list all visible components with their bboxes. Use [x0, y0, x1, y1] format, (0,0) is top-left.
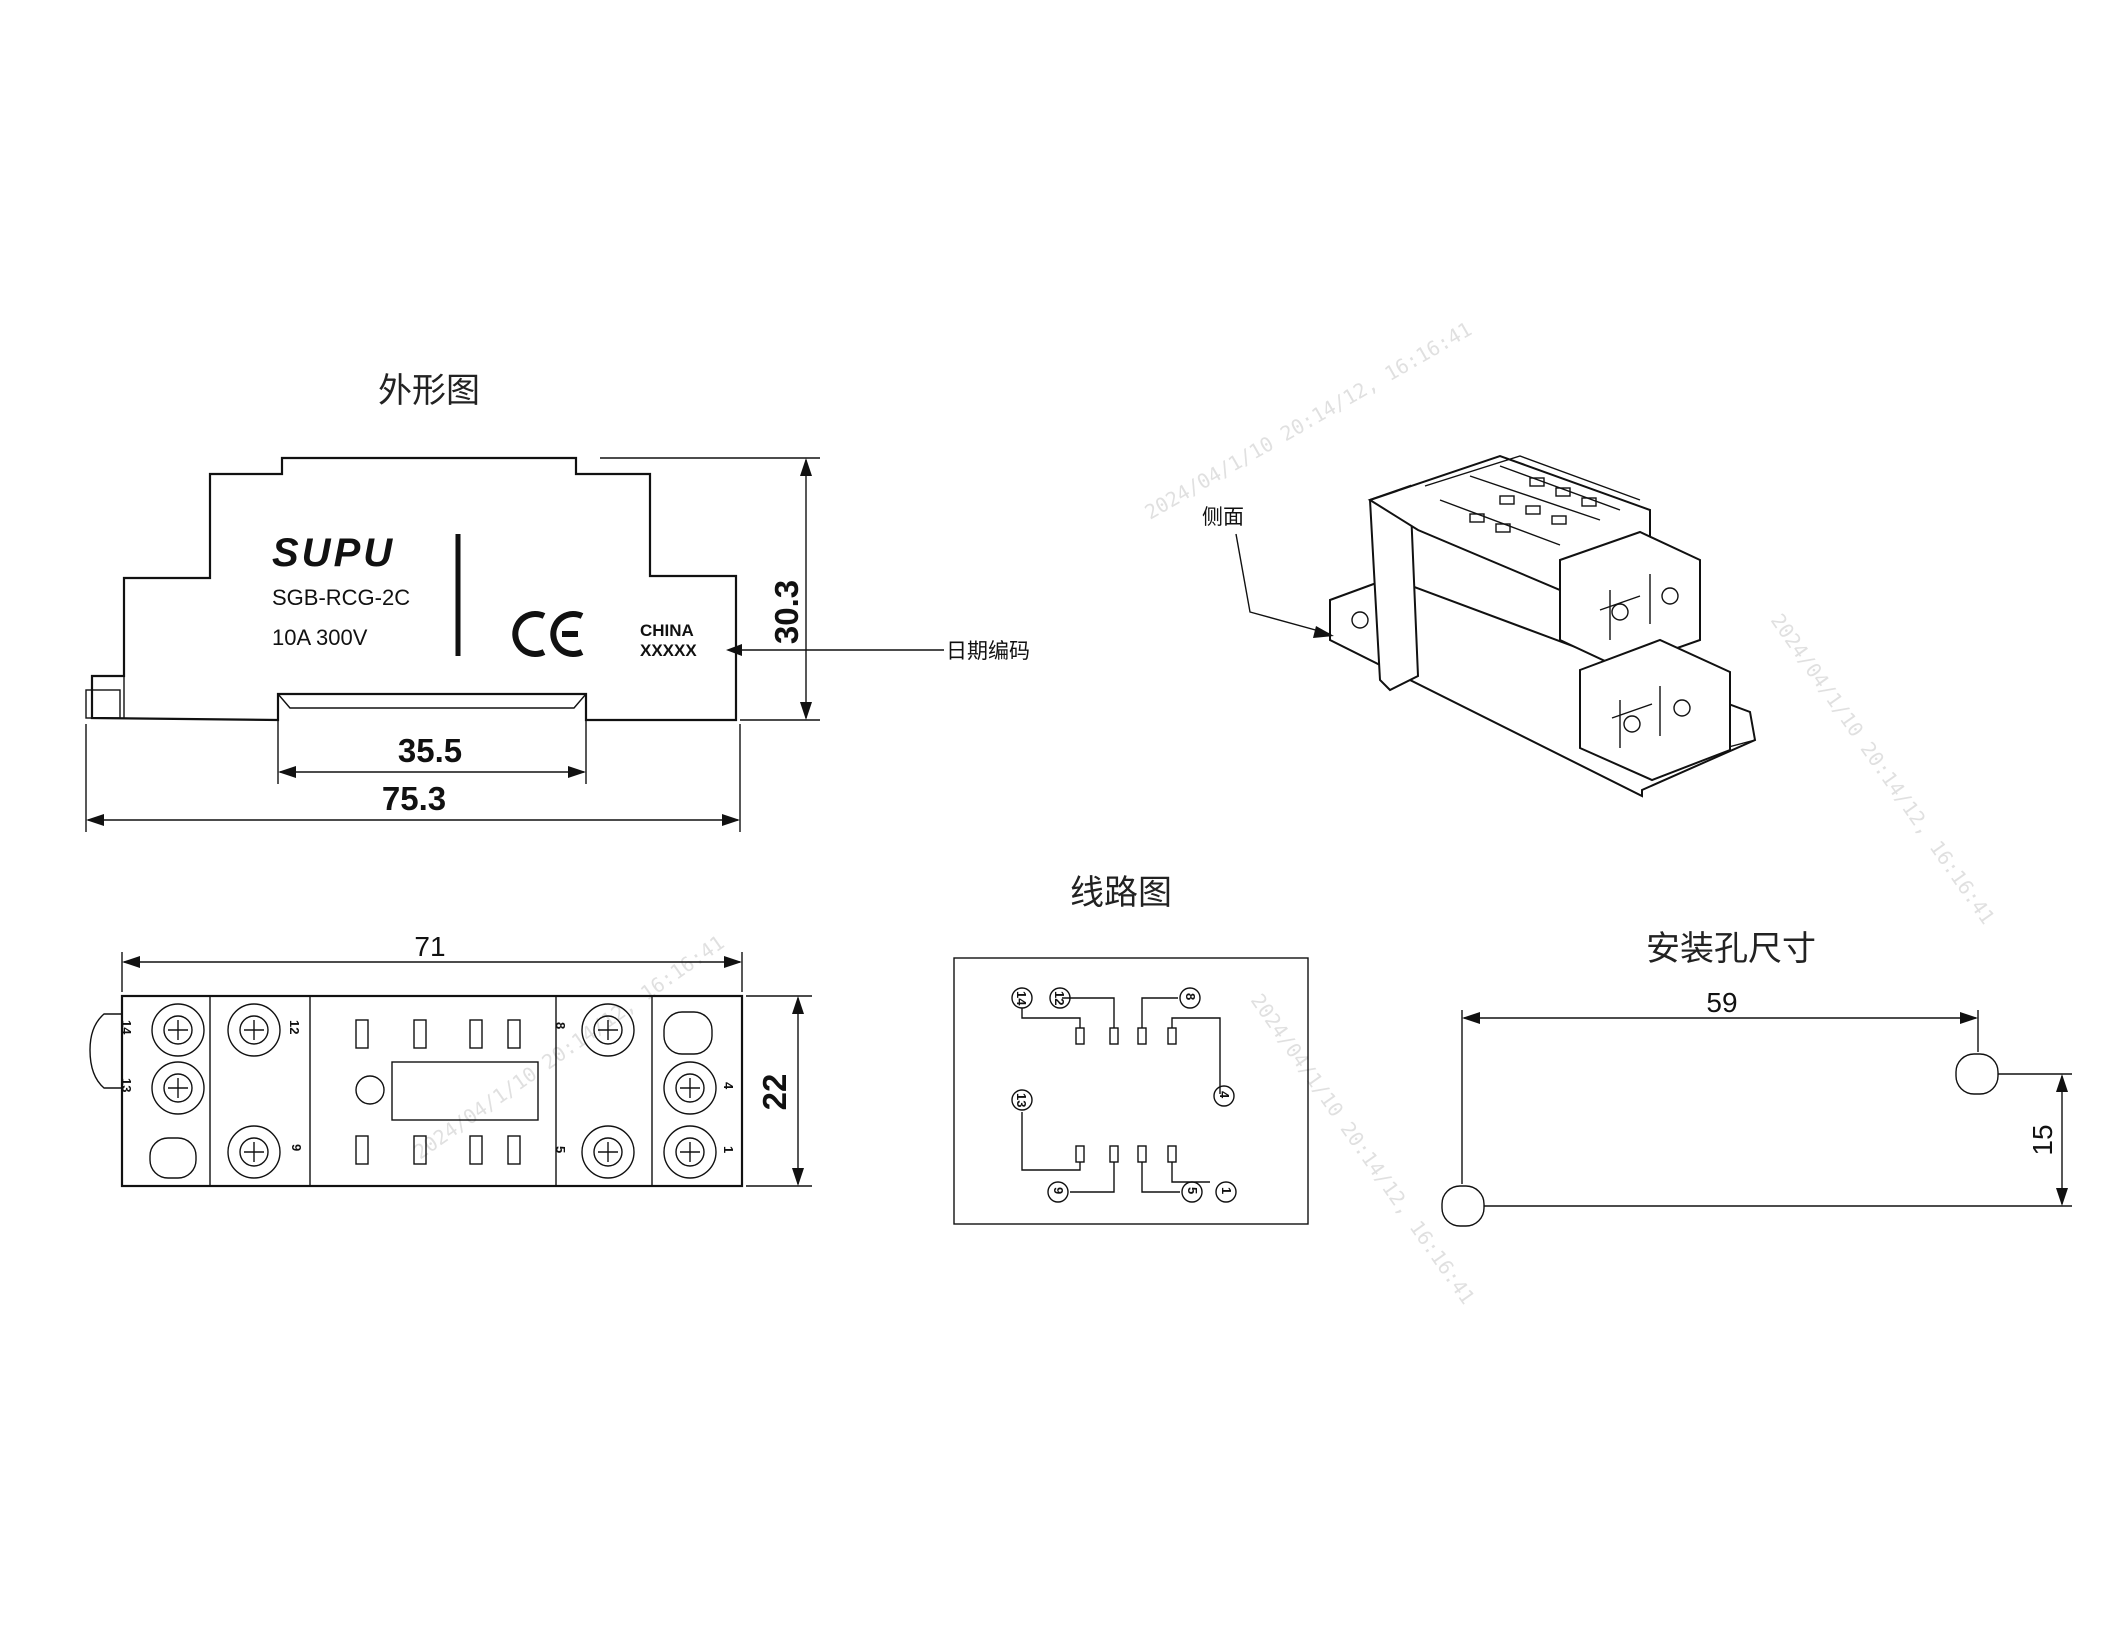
- mounting-hole-icon: [1441, 1185, 1485, 1227]
- outline-caption: 外形图: [378, 371, 480, 411]
- terminal-number: 1: [721, 1146, 736, 1153]
- wire-traces: [1021, 997, 1221, 1193]
- top-view: 14 12 13 9 8 4 5 1 71 22: [89, 931, 812, 1188]
- height-dimension: 30.3: [768, 580, 805, 644]
- iso-socket-slots: [1469, 477, 1597, 533]
- pin-markers: [1011, 987, 1237, 1203]
- leader-arrowhead: [1313, 626, 1334, 638]
- mounting-hole-icon: [1955, 1053, 1999, 1095]
- iso-terminal-detail: [1599, 574, 1661, 748]
- iso-terminal-block-front: [1579, 638, 1731, 782]
- date-code-mark: XXXXX: [640, 641, 697, 660]
- hole-y-dimension: 15: [2027, 1124, 2058, 1155]
- wiring-pin-label: 13: [1014, 1093, 1029, 1107]
- terminal-number: 8: [553, 1022, 568, 1029]
- brand-logo: SUPU: [272, 531, 395, 575]
- relay-window: [391, 1061, 539, 1121]
- iso-top-detail: [1424, 455, 1641, 546]
- center-hole: [355, 1075, 385, 1105]
- top-clip: [281, 458, 577, 474]
- wiring-pin-label: 12: [1052, 991, 1067, 1005]
- top-width-dimension: 22: [756, 1074, 793, 1111]
- screw-terminal-icon: [151, 1003, 717, 1179]
- screw-terminal-icon: [1611, 587, 1691, 733]
- socket-body-outline: [90, 456, 738, 722]
- top-length-dimension: 71: [414, 931, 445, 962]
- socket-pin-slots: [355, 1019, 521, 1165]
- wiring-caption: 线路图: [1070, 873, 1172, 913]
- wiring-pin-label: 4: [1217, 1091, 1232, 1099]
- iso-mount-hole: [1351, 611, 1369, 629]
- date-code-annotation: 日期编码: [946, 639, 1030, 663]
- ce-mark-icon: [512, 611, 584, 657]
- watermark-text: 2024/04/1/10 20:14/12, 16:16:41: [1766, 609, 2000, 929]
- leader-arrowhead: [726, 644, 742, 656]
- mounting-caption: 安装孔尺寸: [1646, 929, 1816, 969]
- rail-width-dimension: 35.5: [398, 732, 462, 769]
- watermark-text: 2024/04/1/10 20:14/12, 16:16:41: [409, 930, 729, 1164]
- latch-tab: [85, 689, 121, 719]
- origin-label: CHINA: [640, 621, 694, 640]
- rating-label: 10A 300V: [272, 625, 368, 650]
- contact-pins: [1075, 1027, 1177, 1163]
- mounting-hole-icon: [149, 1137, 197, 1179]
- terminal-number: 12: [287, 1020, 302, 1034]
- top-outline: [120, 994, 744, 1188]
- mounting-hole-icon: [663, 1011, 713, 1055]
- wiring-pin-label: 5: [1185, 1187, 1200, 1194]
- watermark-layer: 2024/04/1/10 20:14/12, 16:16:41 2024/04/…: [409, 317, 2000, 1309]
- side-leader: [1235, 533, 1331, 635]
- wiring-diagram: 14 12 8 13 4 9 5 1: [953, 957, 1309, 1225]
- terminal-number: 4: [721, 1082, 736, 1090]
- wiring-pin-label: 8: [1183, 993, 1198, 1000]
- terminal-number: 9: [289, 1144, 304, 1151]
- wiring-pin-label: 1: [1219, 1187, 1234, 1194]
- terminal-number: 13: [119, 1078, 134, 1092]
- wiring-pin-label: 14: [1014, 991, 1029, 1006]
- watermark-text: 2024/04/1/10 20:14/12, 16:16:41: [1246, 989, 1480, 1309]
- total-length-dimension: 75.3: [382, 780, 446, 817]
- side-annotation: 侧面: [1202, 505, 1244, 529]
- wiring-pin-label: 9: [1051, 1187, 1066, 1194]
- terminal-number: 14: [119, 1020, 134, 1035]
- model-label: SGB-RCG-2C: [272, 585, 410, 610]
- mounting-hole-diagram: 59 15: [1441, 987, 2072, 1227]
- latch-clip: [89, 1013, 122, 1089]
- isometric-view: 侧面: [1202, 454, 1757, 798]
- hole-x-dimension: 59: [1706, 987, 1737, 1018]
- front-view: SUPU SGB-RCG-2C 10A 300V CHINA XXXXX 日期编…: [85, 456, 1030, 832]
- rail-slot: [277, 693, 587, 709]
- terminal-number: 5: [553, 1146, 568, 1153]
- wiring-frame: [953, 957, 1309, 1225]
